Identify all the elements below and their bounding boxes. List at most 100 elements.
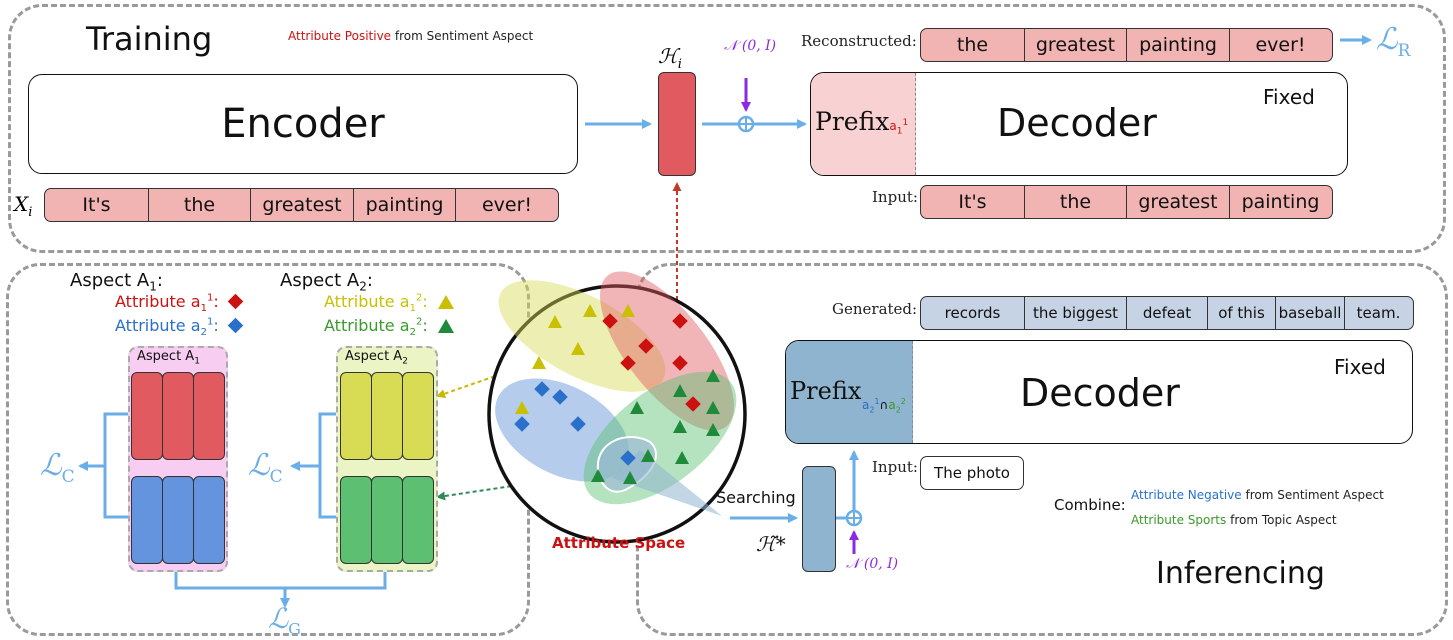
infer-input-text: The photo: [934, 464, 1010, 482]
training-input-token: greatest: [250, 188, 354, 222]
a2-attr1-sub: 1: [409, 303, 416, 315]
prefix-sub-a: a: [889, 119, 897, 133]
box2-sub: 2: [402, 356, 408, 367]
reconstructed-token: the: [920, 28, 1025, 62]
a2-yellow-col-2: [371, 372, 403, 460]
prefix-sub2: a: [888, 398, 896, 412]
prefix-sub2-sup: 2: [900, 397, 906, 406]
yellow-triangle-icon: [438, 295, 454, 309]
fixed-label-train: Fixed: [1263, 85, 1315, 109]
a1-red-col-3: [193, 372, 225, 460]
a1-title: Aspect A: [70, 270, 150, 291]
loss-g-label: ℒG: [268, 602, 301, 639]
loss-c2-sub: C: [269, 467, 283, 487]
infer-input-label: Input:: [872, 458, 918, 476]
prefix-sup: 1: [902, 118, 909, 128]
a1-attr2-label: Attribute: [115, 316, 186, 335]
generated-label: Generated:: [832, 300, 918, 318]
decoder-input-token: painting: [1228, 185, 1333, 219]
generated-token: the biggest: [1023, 296, 1128, 330]
attribute-space-circle: [487, 284, 747, 544]
hidden-label: ℋ: [658, 44, 678, 68]
a2-attr1-symbol: a12:: [399, 292, 428, 315]
a1-blue-col-2: [162, 476, 194, 564]
generated-token: team.: [1343, 296, 1414, 330]
decoder-input-label: Input:: [872, 188, 918, 206]
noise-label-train: 𝒩 (0, I): [724, 38, 777, 54]
reconstructed-token: ever!: [1228, 28, 1333, 62]
training-input-token: the: [147, 188, 252, 222]
input-var-sub: i: [28, 205, 33, 220]
decoder-input-token: greatest: [1126, 185, 1230, 219]
a2-attr1-sup: 2: [415, 292, 423, 304]
prefix-label-train: Prefixa11: [815, 107, 908, 136]
encoder-label: Encoder: [221, 101, 385, 147]
a1-attr1-sub: 1: [200, 303, 207, 315]
prefix-sub-idx: 1: [896, 126, 903, 137]
a2-attr2-sup: 2: [415, 316, 423, 328]
triangle-marker: [623, 471, 637, 484]
aspect-a2-title: Aspect A2:: [280, 270, 373, 294]
box1-label: Aspect A: [137, 349, 195, 364]
a2-title-sub: 2: [359, 279, 367, 294]
encoder-box: Encoder: [28, 74, 578, 174]
training-input-token: It's: [44, 188, 149, 222]
a1-blue-col-3: [193, 476, 225, 564]
a2-attr1-label: Attribute: [324, 292, 395, 311]
triangle-marker: [630, 401, 644, 414]
prefix-region-train: [811, 73, 916, 175]
input-var: X: [14, 192, 29, 216]
triangle-marker: [571, 342, 585, 355]
loss-c1-bracket: [103, 412, 128, 519]
loss-c2-symbol: ℒ: [248, 448, 270, 483]
a2-attr2-sym: a: [399, 316, 410, 335]
h-star-vector: [802, 466, 836, 572]
a1-attr2-symbol: a21:: [190, 316, 219, 339]
generated-token: of this: [1206, 296, 1277, 330]
a1-attr2-sub: 2: [200, 327, 207, 339]
a2-attr1-row: Attribute a12:: [324, 292, 428, 314]
triangle-marker: [515, 401, 529, 414]
a1-attr1-symbol: a11:: [190, 292, 219, 315]
a2-attr2-symbol: a22:: [399, 316, 428, 339]
training-input-token: ever!: [455, 188, 559, 222]
a1-red-col-2: [162, 372, 194, 460]
prefix-region-infer: [786, 341, 913, 443]
triangle-marker: [706, 401, 720, 414]
triangle-marker: [548, 315, 562, 328]
loss-c1-label: ℒC: [40, 448, 75, 487]
triangle-marker: [532, 356, 546, 369]
prefix-sub1: a: [862, 398, 870, 412]
green-triangle-icon: [438, 319, 454, 333]
red-diamond-icon: [227, 293, 244, 310]
prefix-subscript-infer: a21∩a22: [862, 397, 906, 414]
triangle-marker: [706, 369, 720, 382]
prefix-text-train: Prefix: [815, 107, 890, 136]
decoder-box-infer: Prefix a21∩a22 Decoder Fixed: [785, 340, 1413, 444]
a2-attr2-label: Attribute: [324, 316, 395, 335]
triangle-marker: [673, 420, 687, 433]
a1-title-sub: 1: [149, 279, 157, 294]
a2-legend-markers: [438, 295, 454, 333]
prefix-sub1-sup: 1: [874, 397, 880, 406]
loss-r-label: ℒR: [1376, 22, 1410, 61]
training-region: [8, 4, 1446, 253]
a1-attr1-row: Attribute a11:: [115, 292, 219, 314]
triangle-marker: [706, 423, 720, 436]
box1-sub: 1: [194, 356, 200, 367]
reconstructed-label: Reconstructed:: [801, 32, 917, 50]
combine-line-1: Attribute Negative from Sentiment Aspect: [1131, 488, 1384, 502]
hidden-state-label: ℋi: [658, 44, 682, 72]
decoder-label-train: Decoder: [997, 101, 1157, 145]
loss-g-sub: G: [288, 619, 301, 639]
aspect-a1-box-label: Aspect A1: [137, 349, 200, 367]
prefix-a1-infer: a21: [862, 397, 880, 414]
a1-attr1-sup: 1: [206, 292, 214, 304]
triangle-marker: [583, 304, 597, 317]
generated-token: records: [920, 296, 1025, 330]
a1-attr1-label: Attribute: [115, 292, 186, 311]
combine-line1-colored: Attribute Negative: [1131, 488, 1242, 502]
input-variable: Xi: [14, 192, 32, 220]
searching-label: Searching: [716, 488, 796, 507]
